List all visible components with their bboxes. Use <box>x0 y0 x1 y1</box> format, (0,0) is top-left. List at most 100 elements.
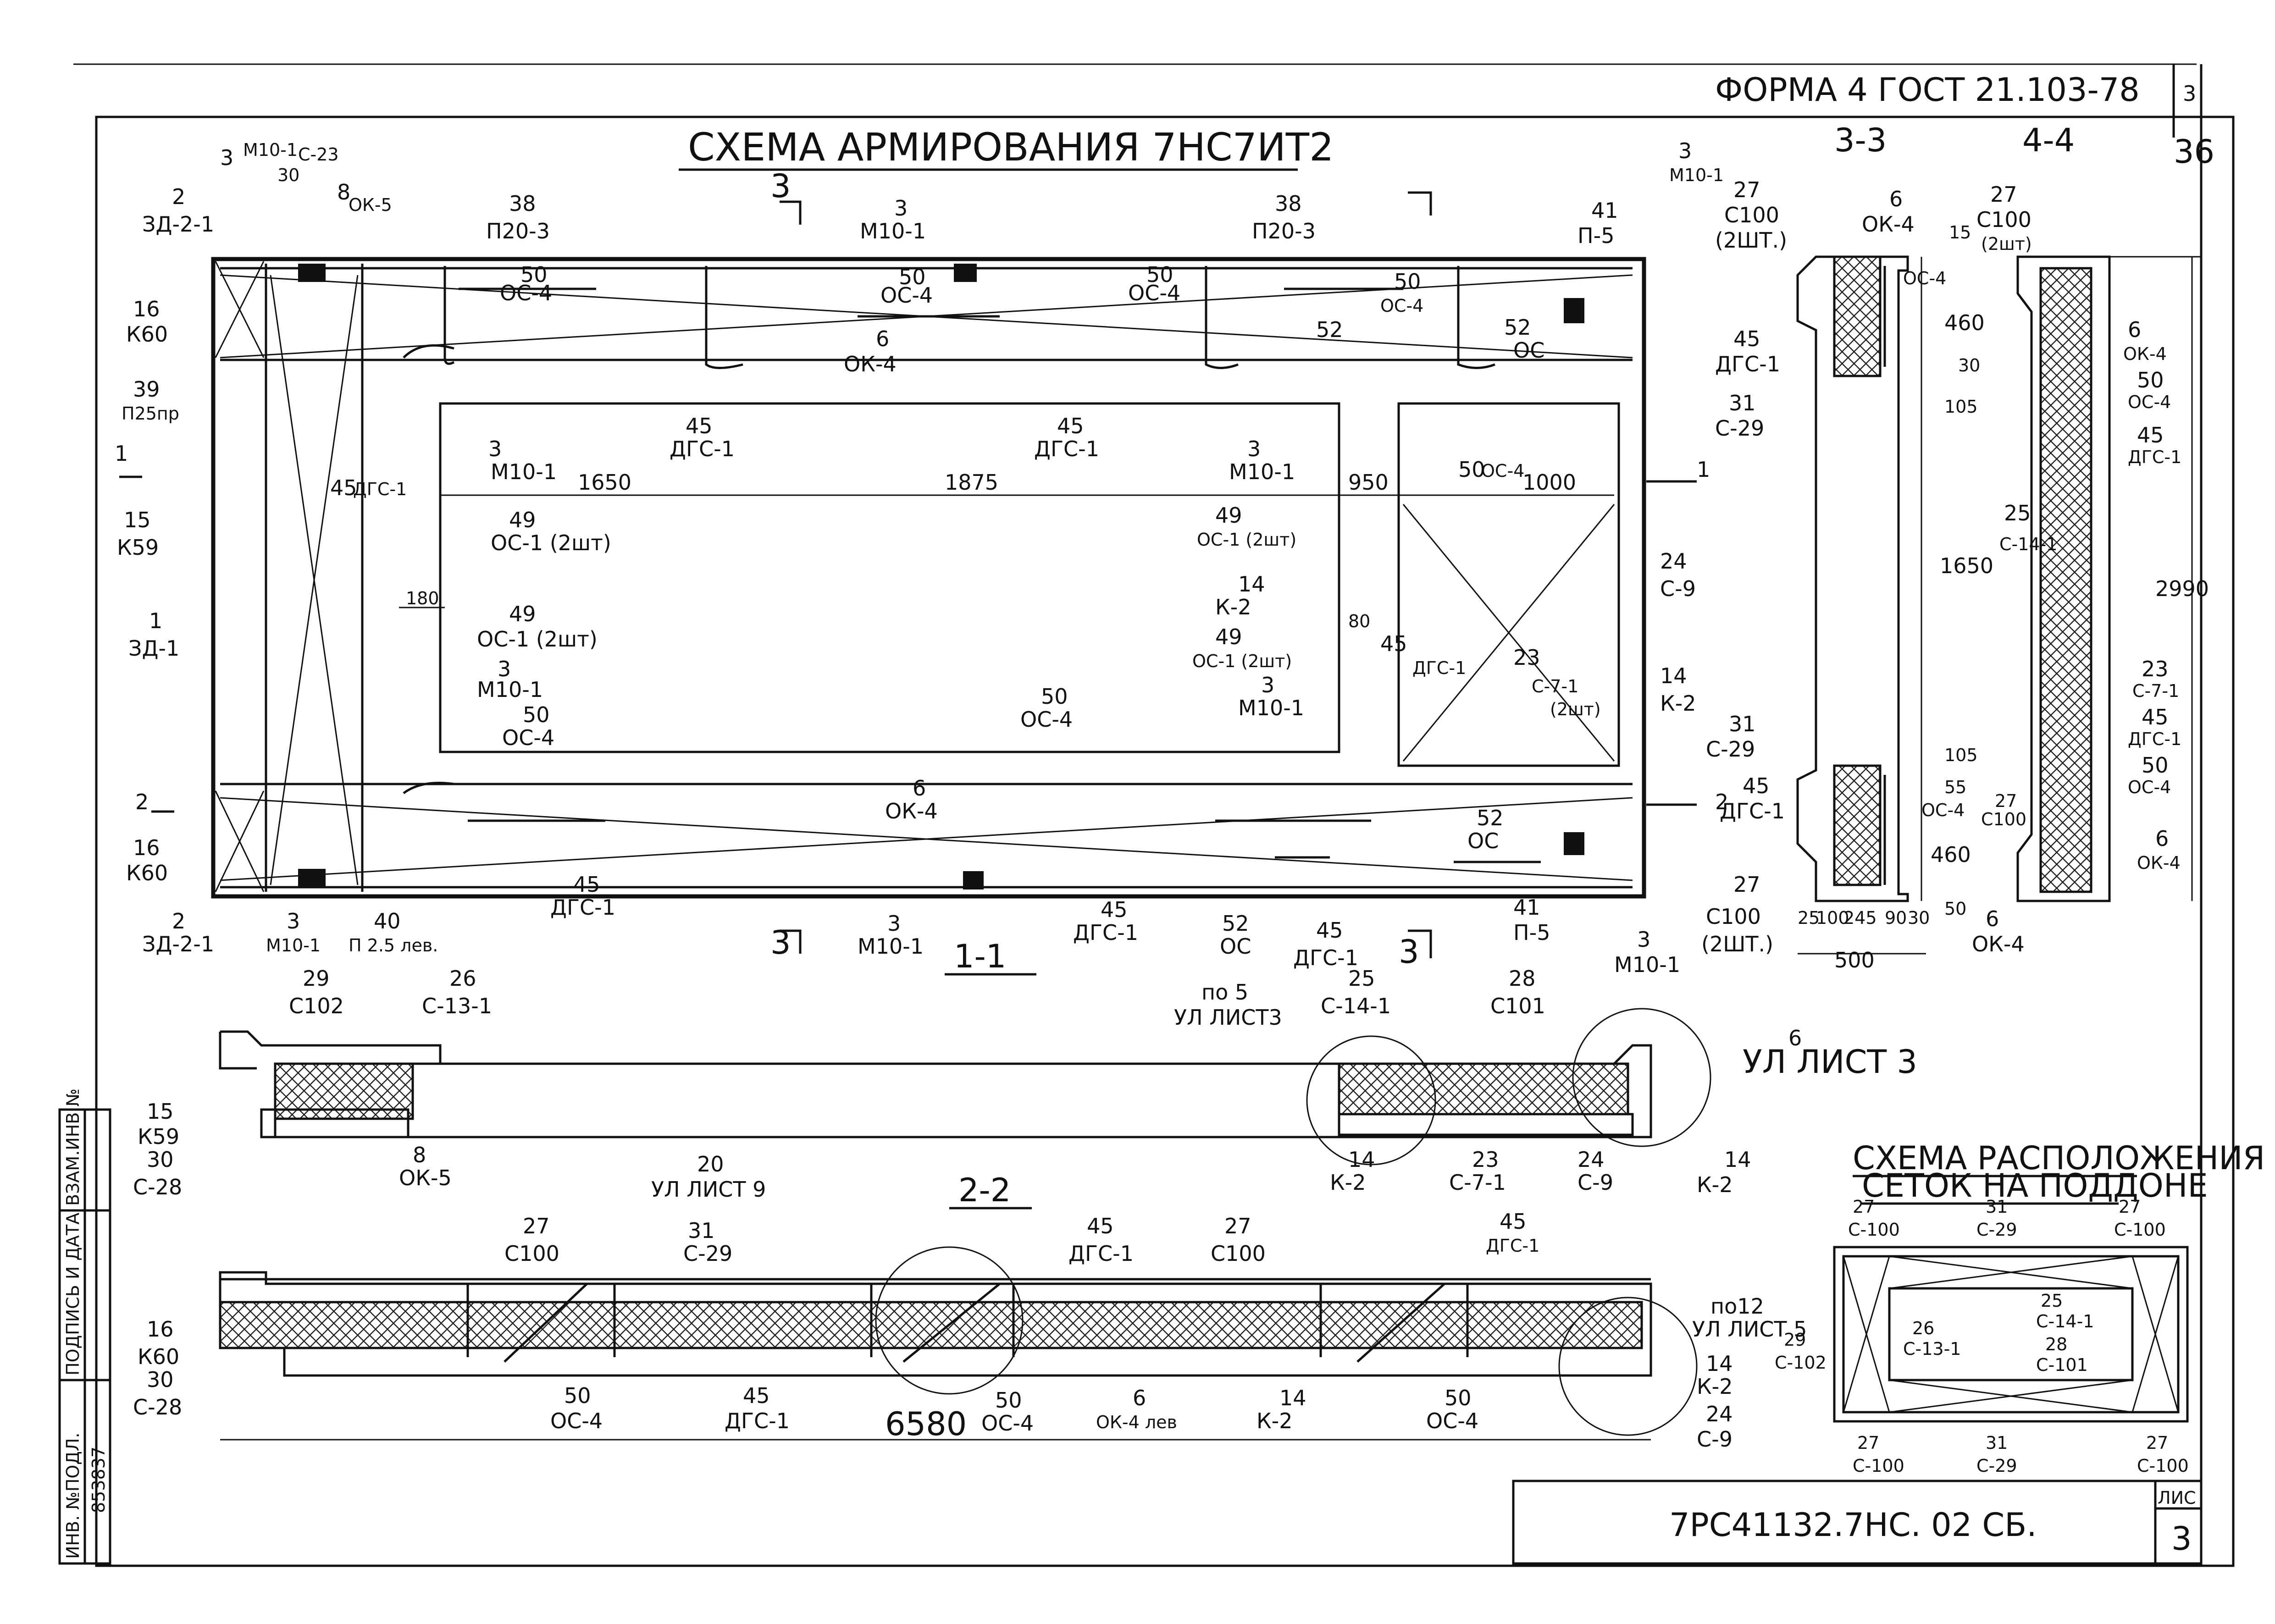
s11-ok5: ОК-5 <box>399 1166 452 1190</box>
s44-c141: С-14-1 <box>1999 534 2058 554</box>
s11-24: 24 <box>1578 1147 1605 1172</box>
callout-dgs1-d: ДГС-1 <box>1073 920 1138 945</box>
mesh-29: 29 <box>1784 1330 1806 1350</box>
callout-oc4-f: ОС-4 <box>1020 707 1073 732</box>
stamp-inv: ИНВ. №ПОДЛ. <box>63 1432 83 1559</box>
dim-80: 80 <box>1348 611 1370 631</box>
callout-3-h: 3 <box>1637 927 1650 952</box>
s22-45a: 45 <box>1087 1214 1114 1238</box>
callout-m10-g: М10-1 <box>858 934 924 959</box>
s44-6: 6 <box>2128 317 2141 342</box>
side-stamp-table: ВЗАМ.ИНВ.№ ПОДПИСЬ И ДАТА ИНВ. №ПОДЛ. 85… <box>58 1088 111 1565</box>
mesh-c101: С-101 <box>2036 1355 2088 1375</box>
callout-dgs1-e: ДГС-1 <box>1293 945 1358 970</box>
callout-m10-d: М10-1 <box>1229 459 1295 484</box>
callout-k60-a: К60 <box>126 322 168 347</box>
callout-2sht: (2шт) <box>1550 699 1601 719</box>
s11-ul3b: УЛ ЛИСТ 3 <box>1743 1043 1917 1081</box>
callout-zd21-a: ЗД-2-1 <box>142 212 214 237</box>
s44-27: 27 <box>1990 182 2017 207</box>
s33-25: 25 <box>1798 908 1820 928</box>
stamp-sign: ПОДПИСЬ И ДАТА <box>63 1213 83 1375</box>
s22-dgs1c: ДГС-1 <box>725 1409 790 1433</box>
callout-m10-top: М10-1 <box>243 140 298 160</box>
section-3-3-title: 3-3 <box>1834 122 1887 159</box>
s44-25: 25 <box>2004 501 2031 525</box>
s11-14b: 14 <box>1724 1147 1751 1172</box>
section-1-left: 1 <box>115 441 128 466</box>
mesh-c102: С-102 <box>1775 1353 1827 1373</box>
s33-45b: 45 <box>1743 773 1770 798</box>
s11-25: 25 <box>1348 966 1375 991</box>
callout-52-c: 52 <box>1504 315 1531 340</box>
s33-2shtb: (2ШТ.) <box>1701 932 1773 956</box>
callout-16-a: 16 <box>133 297 160 321</box>
mesh-c141: С-14-1 <box>2036 1311 2094 1331</box>
s22-ul5: УЛ ЛИСТ 5 <box>1692 1317 1807 1342</box>
s22-24: 24 <box>1706 1402 1733 1426</box>
callout-m10-h: М10-1 <box>1614 952 1680 977</box>
s22-50a: 50 <box>564 1383 591 1408</box>
s11-6: 6 <box>1788 1026 1802 1050</box>
s33-50: 50 <box>1944 899 1966 919</box>
mesh-26: 26 <box>1912 1318 1934 1338</box>
callout-m10-1-top: М10-1 <box>860 219 926 243</box>
s44-50: 50 <box>2137 368 2164 392</box>
s22-k2a: К-2 <box>1257 1409 1293 1433</box>
callout-50-f: 50 <box>1041 684 1068 709</box>
mesh-27c: 27 <box>1857 1433 1879 1453</box>
callout-50-g: 50 <box>1458 457 1485 482</box>
callout-45-e: 45 <box>1316 918 1343 943</box>
callout-41-b: 41 <box>1513 895 1540 920</box>
callout-dgs1-c: ДГС-1 <box>550 895 615 920</box>
s44-oc4b: ОС-4 <box>2128 777 2171 797</box>
sheet-frame <box>73 63 2235 1567</box>
callout-45-b: 45 <box>1057 414 1084 438</box>
s33-dgs1b: ДГС-1 <box>1720 799 1785 823</box>
s33-1650: 1650 <box>1940 553 1993 578</box>
section-1-right: 1 <box>1697 457 1710 482</box>
s22-c28: С-28 <box>133 1395 182 1420</box>
callout-zd1: ЗД-1 <box>128 636 179 661</box>
callout-6-top: 6 <box>876 326 889 351</box>
callout-30: 30 <box>277 165 299 185</box>
s33-31: 31 <box>1729 391 1756 415</box>
s33-c29b: С-29 <box>1706 737 1755 762</box>
s33-27: 27 <box>1733 177 1760 202</box>
s33-dgs1: ДГС-1 <box>1715 352 1780 376</box>
title-block: 7РС41132.7НС. 02 СБ. ЛИС 3 <box>1512 1480 2203 1565</box>
s11-k2a: К-2 <box>1330 1170 1366 1195</box>
s22-oc4a: ОС-4 <box>550 1409 603 1433</box>
s22-oc4b: ОС-4 <box>981 1411 1034 1436</box>
callout-45-g: 45 <box>330 475 357 500</box>
callout-dgs1-f: ДГС-1 <box>1412 658 1466 678</box>
callout-49-d: 49 <box>1215 624 1242 649</box>
callout-oc4-d: ОС-4 <box>1380 296 1423 316</box>
section-1-1-title: 1-1 <box>954 938 1006 975</box>
callout-p5-a: П-5 <box>1578 223 1614 248</box>
mesh-c29a: С-29 <box>1976 1220 2017 1240</box>
s11-8: 8 <box>413 1143 426 1167</box>
callout-49-c: 49 <box>509 602 536 626</box>
s33-6: 6 <box>1889 187 1903 211</box>
callout-8: 8 <box>337 180 350 204</box>
mesh-title-1: СХЕМА РАСПОЛОЖЕНИЯ <box>1853 1139 2265 1177</box>
callout-c71: С-7-1 <box>1532 676 1578 696</box>
s22-16: 16 <box>147 1317 174 1342</box>
callout-oc4-a: ОС-4 <box>500 281 552 305</box>
s33-245: 245 <box>1843 908 1877 928</box>
callout-zd21-b: ЗД-2-1 <box>142 932 214 956</box>
s33-oc4: ОС-4 <box>1903 268 1946 288</box>
s22-6: 6 <box>1133 1386 1146 1410</box>
callout-oc-b: ОС <box>1467 829 1499 853</box>
s22-14b: 14 <box>1706 1351 1733 1376</box>
s33-2cut: 2 <box>1715 790 1728 814</box>
section-4-top: 3 <box>770 924 791 961</box>
callout-ok4-mid: ОК-4 <box>885 799 938 823</box>
s11-26: 26 <box>449 966 476 991</box>
callout-16-b: 16 <box>133 835 160 860</box>
callout-oc4-c: ОС-4 <box>1128 281 1180 305</box>
s22-ul9: УЛ ЛИСТ 9 <box>651 1177 766 1202</box>
mesh-27d: 27 <box>2146 1433 2168 1453</box>
